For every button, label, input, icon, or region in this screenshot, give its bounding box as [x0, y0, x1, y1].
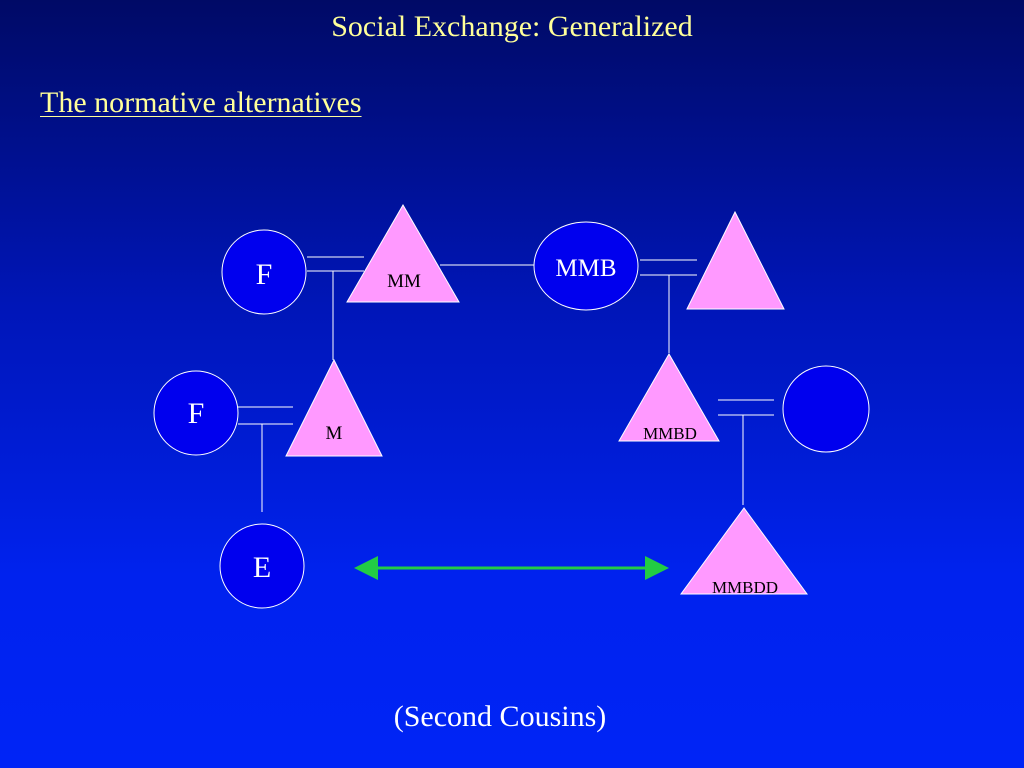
father-mid-label: F: [188, 397, 205, 430]
father-top-label: F: [256, 258, 273, 291]
node-mm: MM: [346, 203, 460, 303]
mmbdd-label: MMBDD: [712, 578, 778, 597]
slide-title: Social Exchange: Generalized: [331, 10, 693, 43]
mmb-ellipse: [533, 221, 639, 311]
father-mid-circle: [153, 370, 239, 456]
marriage-lines: [238, 256, 774, 425]
m-triangle: [285, 358, 383, 457]
node-father-top: F: [221, 229, 307, 315]
mmbd-husband-circle: [782, 365, 870, 453]
slide-subtitle: The normative alternatives: [40, 86, 362, 119]
mm-triangle: [346, 203, 460, 303]
mmbdd-triangle: [680, 507, 808, 595]
caption-second-cousins: (Second Cousins): [393, 700, 607, 733]
node-m: M: [285, 358, 383, 457]
descent-lines: [261, 271, 744, 512]
mmb-wife-triangle: [686, 210, 785, 310]
node-mmb: MMB: [533, 221, 639, 311]
ego-label: E: [253, 551, 271, 584]
node-mmb-wife: [686, 210, 785, 310]
node-ego: E: [219, 523, 305, 609]
m-label: M: [326, 423, 343, 444]
mmb-label: MMB: [555, 255, 616, 282]
node-father-mid: F: [153, 370, 239, 456]
mmbd-triangle: [618, 352, 720, 442]
father-top-circle: [221, 229, 307, 315]
node-mmbd: MMBD: [618, 352, 720, 443]
ego-circle: [219, 523, 305, 609]
node-mmbdd: MMBDD: [680, 507, 808, 597]
mmbd-label: MMBD: [643, 424, 697, 443]
mm-label: MM: [387, 271, 421, 292]
node-mmbd-husband: [782, 365, 870, 453]
